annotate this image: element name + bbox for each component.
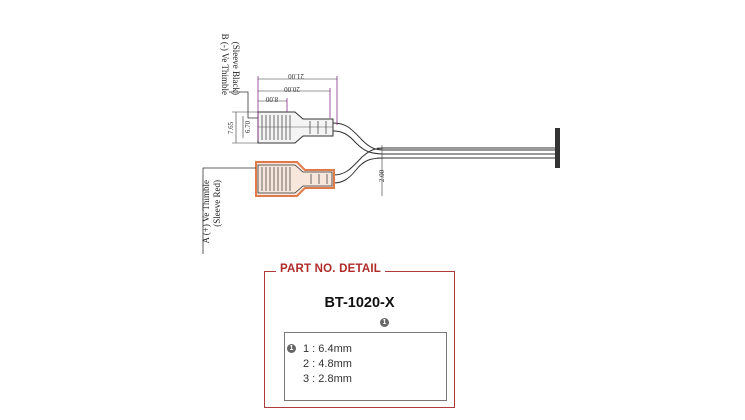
dimension-lines — [232, 78, 337, 144]
dim-length-1: 8.00 — [265, 95, 278, 103]
label-leaders — [202, 91, 258, 254]
terminal-diagram: 21.00 20.00 8.00 7.65 6.70 2.00 B (-) Ve… — [201, 34, 560, 254]
option-marker-icon: 1 — [380, 318, 389, 327]
dim-length-2: 20.00 — [284, 85, 300, 93]
label-b-sleeve: (Sleeve Black) — [231, 42, 241, 95]
label-a: A (+) Ve Thimble — [201, 180, 211, 244]
terminal-a — [255, 161, 335, 197]
dim-overall: 21.00 — [288, 72, 304, 80]
part-number: BT-1020-X — [324, 295, 395, 311]
dim-wire: 2.00 — [378, 169, 386, 182]
option-item: 2 : 4.8mm — [303, 358, 352, 370]
label-b: B (-) Ve Thimble — [220, 34, 230, 95]
dimension-guides — [257, 76, 338, 140]
option-item: 3 : 2.8mm — [303, 373, 352, 385]
dim-height-inner: 6.70 — [244, 120, 252, 133]
part-detail-title: PART NO. DETAIL — [276, 263, 385, 275]
wire-dimension — [377, 145, 387, 196]
option-list-marker-icon: 1 — [287, 344, 296, 353]
dim-height-outer: 7.65 — [227, 121, 235, 134]
option-item: 1 : 6.4mm — [303, 343, 352, 355]
wire-bundle — [332, 122, 555, 184]
label-a-sleeve: (Sleeve Red) — [212, 180, 222, 227]
terminal-b — [257, 111, 334, 144]
option-list-box — [284, 332, 447, 401]
connector-block — [555, 128, 560, 168]
option-list: 1 : 6.4mm 2 : 4.8mm 3 : 2.8mm — [303, 342, 352, 387]
